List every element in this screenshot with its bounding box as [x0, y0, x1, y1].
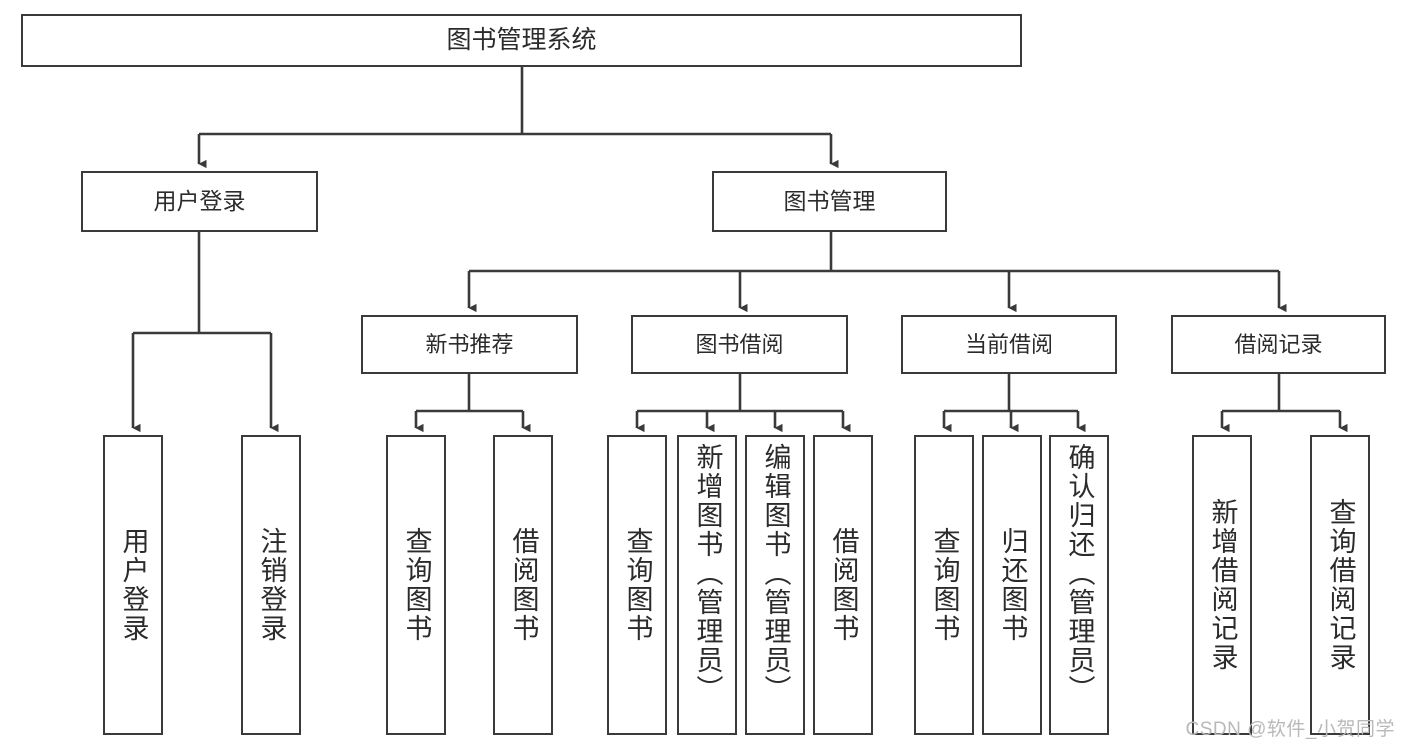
leaf-record-query[interactable]: 查询借阅记录	[1310, 435, 1370, 735]
node-current-borrow[interactable]: 当前借阅	[901, 315, 1117, 374]
leaf-new-book-query[interactable]: 查询图书	[386, 435, 446, 735]
node-label: 查询图书	[401, 527, 432, 643]
leaf-borrow-edit-book[interactable]: 编辑图书（管理员）	[745, 435, 805, 735]
node-borrow-record[interactable]: 借阅记录	[1171, 315, 1386, 374]
leaf-new-book-borrow[interactable]: 借阅图书	[493, 435, 553, 735]
leaf-user-login-logout[interactable]: 注销登录	[241, 435, 301, 735]
leaf-current-return-book[interactable]: 归还图书	[982, 435, 1042, 735]
node-label: 查询借阅记录	[1325, 498, 1356, 672]
node-label: 注销登录	[256, 527, 287, 643]
node-label: 图书借阅	[695, 331, 784, 357]
leaf-borrow-borrow-book[interactable]: 借阅图书	[813, 435, 873, 735]
leaf-current-query-book[interactable]: 查询图书	[914, 435, 974, 735]
node-label: 借阅图书	[828, 527, 859, 643]
node-label: 新书推荐	[425, 331, 514, 357]
node-book-management[interactable]: 图书管理	[712, 171, 947, 232]
node-new-book-recommend[interactable]: 新书推荐	[361, 315, 578, 374]
node-label: 新增图书（管理员）	[692, 443, 723, 704]
node-user-login[interactable]: 用户登录	[81, 171, 318, 232]
node-label: 编辑图书（管理员）	[760, 443, 791, 704]
watermark-text: CSDN @软件_小贺同学	[1185, 719, 1395, 740]
node-label: 查询图书	[929, 527, 960, 643]
node-label: 图书管理	[783, 188, 876, 215]
node-label: 确认归还（管理员）	[1064, 443, 1095, 704]
leaf-current-confirm-return[interactable]: 确认归还（管理员）	[1049, 435, 1109, 735]
node-label: 借阅图书	[508, 527, 539, 643]
node-label: 归还图书	[997, 527, 1028, 643]
leaf-record-add[interactable]: 新增借阅记录	[1192, 435, 1252, 735]
leaf-user-login-login[interactable]: 用户登录	[103, 435, 163, 735]
node-label: 借阅记录	[1234, 331, 1323, 357]
node-label: 新增借阅记录	[1207, 498, 1238, 672]
node-label: 用户登录	[153, 188, 246, 215]
node-label: 用户登录	[118, 527, 149, 643]
leaf-borrow-query-book[interactable]: 查询图书	[607, 435, 667, 735]
node-label: 图书管理系统	[446, 26, 597, 55]
node-label: 查询图书	[622, 527, 653, 643]
node-root-system[interactable]: 图书管理系统	[21, 14, 1022, 67]
node-label: 当前借阅	[964, 331, 1053, 357]
node-book-borrow[interactable]: 图书借阅	[631, 315, 848, 374]
leaf-borrow-add-book[interactable]: 新增图书（管理员）	[677, 435, 737, 735]
